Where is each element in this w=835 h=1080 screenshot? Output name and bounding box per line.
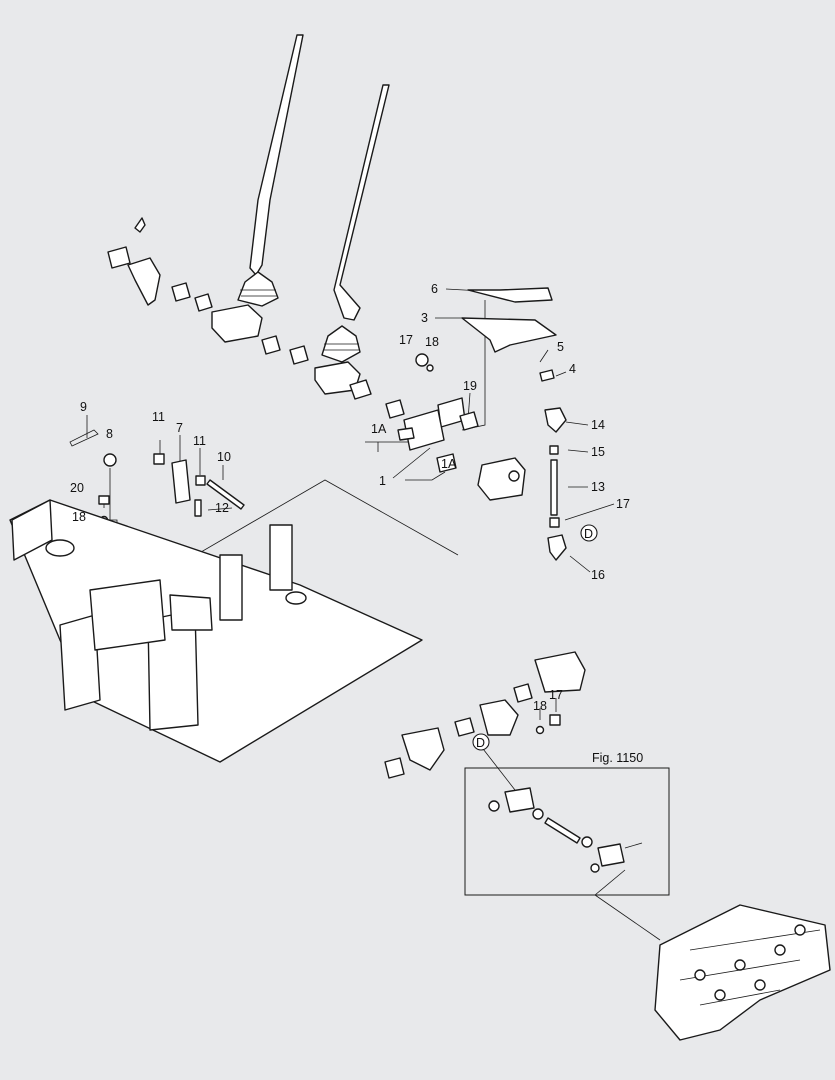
callout-label: 17 xyxy=(616,497,630,511)
callout-label: 6 xyxy=(431,282,438,296)
shaft-assembly xyxy=(107,217,405,419)
lower-shaft-assembly xyxy=(384,651,586,779)
callout-label: 9 xyxy=(80,400,87,414)
callout-label: 17 xyxy=(549,688,563,702)
pedal-plates xyxy=(461,287,557,353)
callout-label: 18 xyxy=(72,510,86,524)
callout-label: 1A xyxy=(371,422,387,436)
callout-label: 5 xyxy=(557,340,564,354)
figure-detail-parts xyxy=(488,787,643,873)
callout-label: 7 xyxy=(176,421,183,435)
control-lever-left xyxy=(237,34,304,307)
callout-label: 20 xyxy=(70,481,84,495)
callout-label: 14 xyxy=(591,418,605,432)
callout-label: 18 xyxy=(533,699,547,713)
callout-label: 15 xyxy=(591,445,605,459)
detail-marker-lower: D xyxy=(472,733,490,751)
callout-label: 11 xyxy=(152,410,165,424)
linkage-rod-parts xyxy=(415,353,567,561)
callout-label: 19 xyxy=(463,379,477,393)
callout-label: 16 xyxy=(591,568,605,582)
control-valve-block xyxy=(654,904,831,1041)
callout-label: 18 xyxy=(425,335,439,349)
callout-label: 11 xyxy=(193,434,206,448)
base-frame xyxy=(9,499,423,763)
callout-label: 4 xyxy=(569,362,576,376)
callout-label: 1A xyxy=(441,457,457,471)
callout-label: 3 xyxy=(421,311,428,325)
callout-label: 1 xyxy=(379,474,386,488)
callout-labels: 9 8 11 7 11 10 20 12 18 6 3 17 18 5 4 19… xyxy=(70,282,630,713)
callout-label: 12 xyxy=(215,501,229,515)
detail-marker-label: D xyxy=(476,736,485,750)
detail-marker-upper: D xyxy=(580,524,598,542)
figure-reference-label: Fig. 1150 xyxy=(592,751,643,765)
callout-label: 13 xyxy=(591,480,605,494)
callout-label: 10 xyxy=(217,450,231,464)
center-bracket-assembly xyxy=(397,397,526,501)
figure-reference-box xyxy=(464,767,670,896)
callout-label: 17 xyxy=(399,333,413,347)
detail-marker-label: D xyxy=(584,527,593,541)
callout-label: 8 xyxy=(106,427,113,441)
control-lever-right xyxy=(321,84,390,363)
